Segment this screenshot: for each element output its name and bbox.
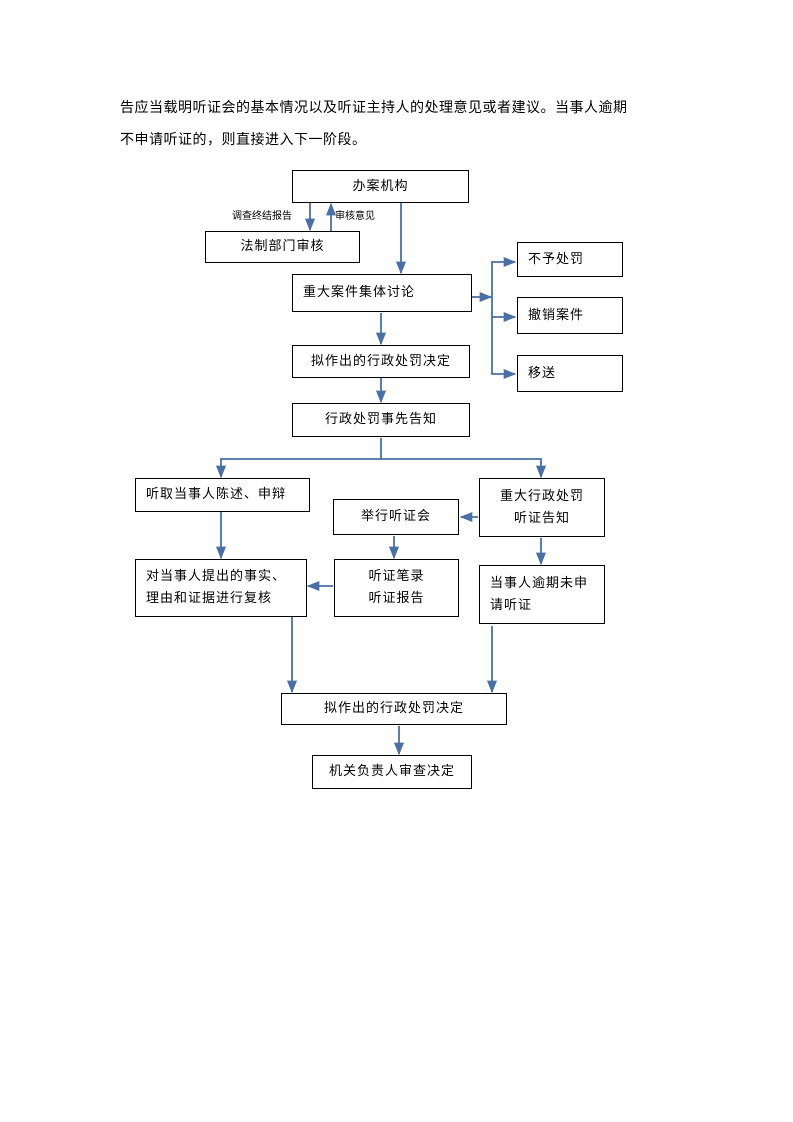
node-draft-decision-1-label: 拟作出的行政处罚决定 — [310, 353, 451, 369]
node-no-penalty-label: 不予处罚 — [528, 251, 585, 267]
node-hear-statement: 听取当事人陈述、申辩 — [135, 478, 310, 512]
node-head-review: 机关负责人审查决定 — [312, 755, 472, 789]
node-case-agency-label: 办案机构 — [352, 178, 409, 194]
node-hold-hearing: 举行听证会 — [333, 499, 459, 535]
edge-branch-to-no-penalty — [491, 256, 517, 297]
node-review-facts: 对当事人提出的事实、 理由和证据进行复核 — [135, 559, 307, 617]
node-case-agency: 办案机构 — [292, 170, 469, 203]
node-hearing-records: 听证笔录 听证报告 — [334, 559, 459, 617]
node-no-penalty: 不予处罚 — [517, 242, 623, 277]
node-hearing-records-line-1: 听证笔录 — [368, 569, 425, 584]
paragraph-line-2: 不申请听证的，则直接进入下一阶段。 — [120, 132, 367, 148]
node-major-hearing-notice-line-2: 听证告知 — [513, 510, 570, 526]
node-overdue-no-hearing-line-2: 请听证 — [490, 597, 533, 613]
node-major-hearing-notice-line-1: 重大行政处罚 — [499, 488, 584, 504]
node-draft-decision-2-label: 拟作出的行政处罚决定 — [323, 701, 464, 716]
node-major-hearing-notice: 重大行政处罚 听证告知 — [479, 478, 605, 537]
node-review-facts-line-2: 理由和证据进行复核 — [146, 591, 273, 606]
edge-notice-split — [215, 438, 382, 479]
node-head-review-label: 机关负责人审查决定 — [328, 764, 455, 779]
intro-paragraph: 告应当载明听证会的基本情况以及听证主持人的处理意见或者建议。当事人逾期 不申请听… — [120, 92, 680, 156]
node-review-facts-line-1: 对当事人提出的事实、 — [146, 569, 287, 584]
edge-label-review-opinion: 审核意见 — [335, 211, 375, 222]
node-revoke-case: 撤销案件 — [517, 297, 623, 334]
node-transfer: 移送 — [517, 355, 623, 392]
node-hear-statement-label: 听取当事人陈述、申辩 — [146, 487, 287, 502]
edge-notice-to-major-hearing — [381, 458, 547, 479]
node-overdue-no-hearing-line-1: 当事人逾期未申 — [490, 575, 589, 591]
node-legal-review-label: 法制部门审核 — [240, 239, 325, 254]
node-prior-notice: 行政处罚事先告知 — [292, 403, 470, 437]
node-revoke-case-label: 撤销案件 — [528, 307, 585, 323]
node-major-discussion-label: 重大案件集体讨论 — [303, 285, 416, 300]
edge-branch-to-revoke — [491, 297, 517, 323]
node-transfer-label: 移送 — [528, 365, 557, 381]
node-draft-decision-2: 拟作出的行政处罚决定 — [281, 693, 507, 725]
edge-branch-to-transfer — [491, 317, 517, 380]
node-hold-hearing-label: 举行听证会 — [360, 509, 431, 524]
paragraph-line-1: 告应当载明听证会的基本情况以及听证主持人的处理意见或者建议。当事人逾期 — [120, 100, 628, 116]
node-major-discussion: 重大案件集体讨论 — [292, 274, 472, 312]
node-draft-decision-1: 拟作出的行政处罚决定 — [292, 345, 470, 378]
edge-label-investigation-report: 调查终结报告 — [232, 211, 292, 222]
node-prior-notice-label: 行政处罚事先告知 — [324, 412, 437, 427]
node-overdue-no-hearing: 当事人逾期未申 请听证 — [479, 565, 605, 624]
node-legal-review: 法制部门审核 — [205, 231, 360, 263]
node-hearing-records-line-2: 听证报告 — [368, 591, 425, 606]
